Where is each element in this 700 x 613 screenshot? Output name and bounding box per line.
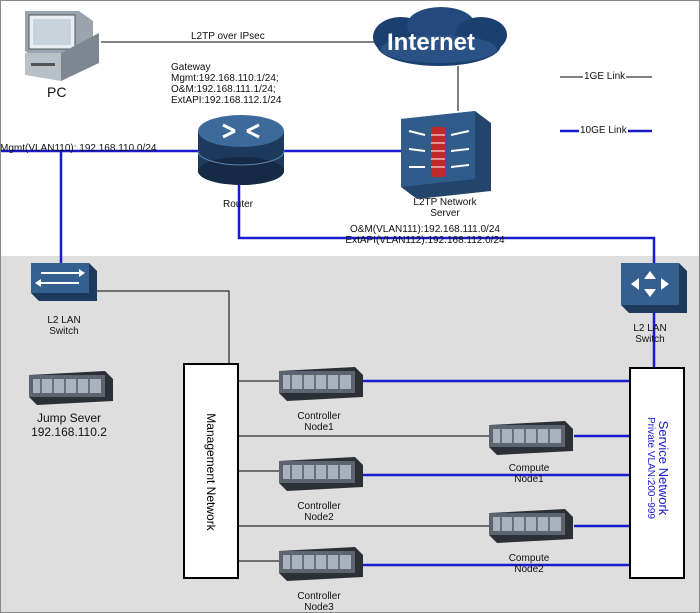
desktop-pc-icon: [25, 11, 99, 81]
controller3-label: Controller Node3: [281, 591, 357, 613]
om-api-label: O&M(VLAN111):192.168.111.0/24 ExtAPI(VLA…: [337, 224, 513, 246]
controller2-line1: Controller: [297, 501, 341, 512]
compute2-label: Compute Node2: [491, 553, 567, 575]
switch-left-label: L2 LAN Switch: [37, 315, 91, 337]
gateway-extapi: ExtAPI:192.168.112.1/24: [171, 95, 282, 106]
compute1-line1: Compute: [508, 463, 550, 474]
gateway-om: O&M:192.168.111.1/24;: [171, 84, 276, 95]
controller2-label: Controller Node2: [281, 501, 357, 523]
gateway-label: Gateway Mgmt:192.168.110.1/24; O&M:192.1…: [171, 62, 281, 106]
gateway-mgmt: Mgmt:192.168.110.1/24;: [171, 73, 279, 84]
rack-server-icon-compute2: [489, 509, 573, 543]
private-vlan-label: Private VLAN:200~999: [645, 416, 656, 519]
management-network-label: Management Network: [204, 413, 218, 531]
om-vlan-label: O&M(VLAN111):192.168.111.0/24: [350, 224, 500, 235]
link-router-switch: [237, 179, 656, 263]
controller1-label: Controller Node1: [281, 411, 357, 433]
1ge-links: [97, 41, 652, 562]
rack-server-icon-jump: [29, 371, 113, 405]
compute2-line1: Compute: [508, 553, 550, 564]
router-label: Router: [223, 199, 254, 210]
controller3-line1: Controller: [297, 591, 341, 602]
service-network-label: Service Network: [656, 420, 671, 516]
extapi-vlan-label: ExtAPI(VLAN112):192.168.112.0/24: [345, 235, 505, 246]
compute1-label: Compute Node1: [491, 463, 567, 485]
gateway-title: Gateway: [171, 62, 211, 73]
controller1-line1: Controller: [297, 411, 341, 422]
firewall-icon: [401, 111, 491, 199]
rack-server-icon-controller3: [279, 547, 363, 581]
compute2-line2: Node2: [514, 564, 544, 575]
10ge-links: [1, 129, 656, 567]
link-switch-mgmtnet: [97, 290, 230, 363]
rack-server-icon-controller1: [279, 367, 363, 401]
switch-right-line2: Switch: [635, 334, 665, 345]
legend-10ge-label: 10GE Link: [579, 125, 628, 136]
rack-server-icon-compute1: [489, 421, 573, 455]
service-network-text: Service Network Private VLAN:200~999: [644, 366, 671, 570]
mgmt-vlan-label: Mgmt(VLAN110): 192.168.110.0/24: [0, 143, 157, 154]
rack-server-icon-controller2: [279, 457, 363, 491]
controller2-line2: Node2: [304, 512, 334, 523]
management-network-box: Management Network: [183, 363, 239, 579]
l2-switch-icon-right: [621, 263, 687, 313]
jump-server-ip: 192.168.110.2: [31, 425, 107, 439]
pc-label: PC: [47, 84, 67, 100]
switch-right-line1: L2 LAN: [633, 323, 667, 334]
switch-left-line2: Switch: [49, 326, 79, 337]
compute1-line2: Node1: [514, 474, 544, 485]
controller1-line2: Node1: [304, 422, 334, 433]
service-network-box: Service Network Private VLAN:200~999: [629, 367, 685, 579]
l2-switch-icon-left: [31, 263, 97, 301]
jump-server-label: Jump Sever 192.168.110.2: [21, 411, 117, 439]
l2tp-server-line2: Server: [430, 208, 460, 219]
tunnel-label: L2TP over IPsec: [191, 31, 265, 42]
l2tp-server-line1: L2TP Network: [413, 197, 477, 208]
legend-1ge-label: 1GE Link: [583, 71, 627, 82]
controller3-line2: Node3: [304, 602, 334, 613]
switch-right-label: L2 LAN Switch: [623, 323, 677, 345]
l2tp-server-label: L2TP Network Server: [401, 197, 489, 219]
cloud-icon: [373, 7, 507, 66]
jump-server-name: Jump Sever: [36, 411, 102, 425]
router-icon: [197, 115, 285, 185]
switch-left-line1: L2 LAN: [47, 315, 81, 326]
internet-label: Internet: [387, 29, 476, 56]
